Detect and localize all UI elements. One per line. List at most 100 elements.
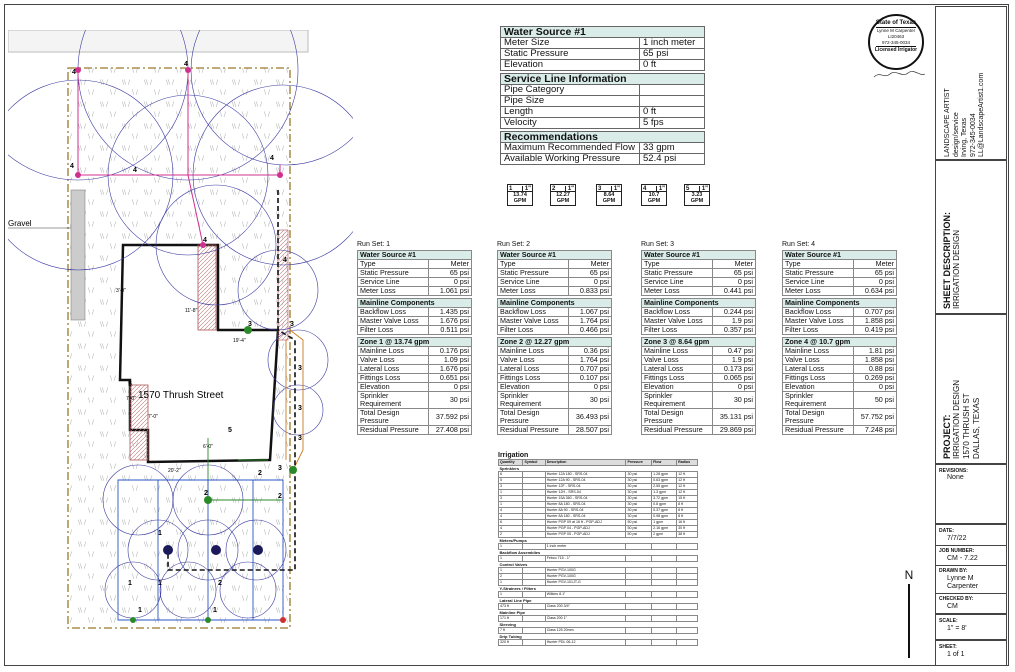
project-city: DALLAS, TEXAS [972,397,981,459]
job-number-label: JOB NUMBER: [936,545,1006,555]
svg-text:4: 4 [72,69,76,76]
svg-text:4: 4 [270,155,274,162]
checked-by-value: CM [947,603,958,610]
dim-3: 19'-4" [233,338,246,344]
sprinkler-heads [75,67,297,623]
svg-text:1: 1 [138,607,142,614]
svg-text:4: 4 [184,61,188,68]
legend-section: Meters/Pumps [499,538,527,543]
sheet-description: IRRIGATION DESIGN [952,230,961,309]
svg-text:2: 2 [218,580,222,587]
dim-4: 7'-0" [126,396,136,402]
dim-1: 3'-0" [116,288,126,294]
walkway [129,384,149,461]
signature [873,71,926,78]
patio [197,244,217,331]
project-name: IRRIGATION DESIGN [952,380,961,459]
project-block: PROJECT: IRRIGATION DESIGN 1570 THRUSH S… [935,314,1007,464]
svg-text:3: 3 [248,321,252,328]
north-label: N [904,568,914,582]
drawn-by-label: DRAWN BY: [936,565,1006,575]
sheet-border [4,4,1009,666]
lateral-lines-zone3 [285,329,304,471]
north-arrow: N [902,568,916,660]
svg-text:4: 4 [70,163,74,170]
svg-text:3: 3 [278,465,282,472]
seal-top-text: State of Texas [875,20,917,26]
mainline [167,190,296,571]
gravel-strip [70,189,86,321]
scale-value: 1" = 8' [947,625,967,632]
side-path [277,229,289,341]
legend-section: Drip Tubing [499,634,522,639]
legend-section: Sleeving [499,622,516,627]
recommendations-header: Recommendations [500,131,705,143]
seal-bottom-text: Licensed Irrigator [874,47,918,53]
street [8,30,309,53]
date-label: DATE: [939,528,954,534]
project-address: 1570 THRUSH ST [962,393,971,459]
svg-text:2: 2 [278,493,282,500]
legend-section: Y-Strainers / Filters [499,586,536,591]
legend-section: Lateral Line Pipe [499,598,532,603]
revisions-value: None [947,474,964,481]
company-block: LANDSCAPE ARTIST design/service Irving, … [935,6,1007,160]
water-source-header: Water Source #1 [500,26,705,38]
irrigator-seal: State of Texas Lynne M Carpenter LI20463… [868,14,924,70]
svg-text:5: 5 [228,427,232,434]
legend-section: Sprinklers [499,466,520,471]
date-block: DATE: 7/7/22 JOB NUMBER: CM - 7.22 DRAWN… [935,524,1007,614]
job-number-value: CM - 7.22 [947,555,978,562]
recommendations-table: Recommendations Maximum Recommended Flow… [500,131,705,165]
seal-number: LI20463 [887,34,905,39]
zone-tags: 4 4 4 4 4 4 4 3 3 3 3 3 3 5 5 2 2 2 1 1 … [70,61,302,614]
seal-name: Lynne M Carpenter [876,27,916,33]
site-plan: \\ / \ / [8,30,353,629]
svg-text:5: 5 [128,381,132,388]
scale-block: SCALE: 1" = 8' [935,614,1007,640]
revisions-block: REVISIONS: None [935,464,1007,524]
dim-6: 20'-2" [168,468,181,474]
svg-text:3: 3 [298,365,302,372]
svg-text:1: 1 [213,607,217,614]
legend-section: Control Valves [499,562,528,567]
dim-2: 11'-8" [185,308,198,314]
sheet-description-label: SHEET DESCRIPTION: [942,211,952,309]
sheet-description-block: SHEET DESCRIPTION: IRRIGATION DESIGN [935,160,1007,314]
service-line-header: Service Line Information [500,73,705,85]
dim-5: 7'-0" [148,414,158,420]
sheet-number-block: SHEET: 1 of 1 [935,640,1007,666]
run-set-title: Run Set: 1 [357,241,391,248]
svg-text:2: 2 [258,470,262,477]
svg-text:1: 1 [158,580,162,587]
svg-text:2: 2 [204,490,208,497]
svg-text:1: 1 [158,530,162,537]
gravel-label: Gravel [8,219,32,228]
legend-section: Mainline Pipe [499,610,526,615]
revisions-label: REVISIONS: [939,468,968,474]
